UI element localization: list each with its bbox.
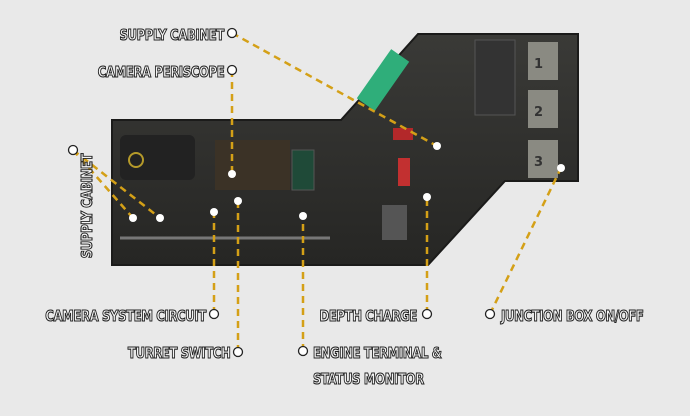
junction-panel-1 — [528, 42, 558, 80]
marker-dots — [67, 27, 496, 358]
target-dots — [129, 142, 565, 222]
supply-machine — [120, 135, 195, 180]
panel-number-2: 2 — [534, 105, 543, 120]
label-turret-switch: TURRET SWITCH — [127, 343, 231, 362]
status-monitor — [291, 149, 315, 191]
gear-icon — [128, 152, 144, 168]
control-panel — [215, 140, 290, 190]
junction-panel-3 — [528, 140, 558, 178]
red-fire-sign — [393, 128, 413, 140]
periscope-window — [356, 49, 410, 111]
depth-charge-unit — [382, 205, 407, 240]
label-depth-charge: DEPTH CHARGE — [319, 306, 418, 325]
leader-lines — [72, 31, 563, 352]
label-camera-system-circuit: CAMERA SYSTEM CIRCUIT — [45, 306, 207, 325]
label-supply-cabinet-top: SUPPLY CABINET — [119, 25, 225, 44]
panel-number-1: 1 — [534, 57, 543, 72]
label-status-monitor: STATUS MONITOR — [313, 369, 425, 388]
label-camera-periscope: CAMERA PERISCOPE — [97, 62, 225, 81]
red-canister — [398, 158, 410, 186]
panel-number-3: 3 — [534, 155, 543, 170]
label-junction-box: JUNCTION BOX ON/OFF — [501, 306, 645, 325]
label-supply-cabinet-left: SUPPLY CABINET — [77, 153, 96, 259]
junction-panel-2 — [528, 90, 558, 128]
vent-grille — [474, 39, 516, 116]
label-engine-terminal: ENGINE TERMINAL & — [313, 343, 443, 362]
